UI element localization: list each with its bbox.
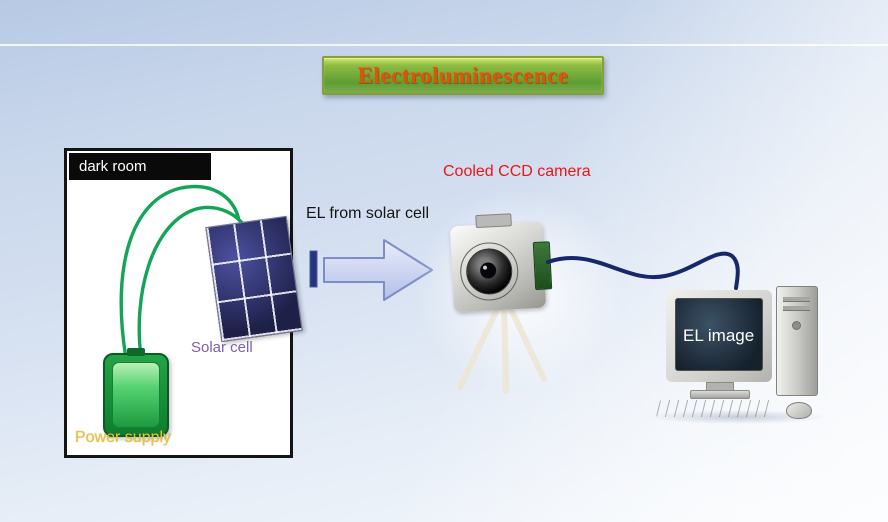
power-supply-panel <box>112 362 160 428</box>
el-arrow-label: EL from solar cell <box>306 205 429 222</box>
camera-cable-icon <box>546 251 740 290</box>
tower-drive-slot <box>783 297 810 302</box>
tower-drive-slot <box>783 306 810 311</box>
block-arrow-shape <box>323 239 433 301</box>
slide-title: Electroluminescence <box>357 62 569 88</box>
mouse-image <box>786 402 812 419</box>
power-supply-label: Power supply <box>75 429 172 446</box>
solar-cell-label: Solar cell <box>191 339 253 356</box>
title-banner: Electroluminescence <box>322 56 604 95</box>
camera-lens-barrel <box>465 247 514 296</box>
computer-tower <box>776 286 818 396</box>
keyboard-image <box>655 400 773 417</box>
camera-top-mount <box>475 213 512 229</box>
lens-highlight <box>482 265 488 270</box>
dark-room-label: dark room <box>69 153 211 180</box>
ccd-camera-image <box>449 213 553 313</box>
crt-monitor: EL image <box>666 290 772 382</box>
dark-room-box: dark room Solar cell Power supply <box>64 148 303 458</box>
solar-cell-image <box>205 215 303 343</box>
el-image-label: EL image <box>683 326 755 345</box>
right-arrow-icon <box>309 239 433 301</box>
power-supply-terminal <box>127 348 145 356</box>
camera-lens-icon <box>458 240 520 302</box>
power-supply-image <box>103 348 169 437</box>
tower-power-button <box>792 321 801 330</box>
monitor-screen: EL image <box>675 298 763 371</box>
monitor-stand-base <box>690 390 750 399</box>
computer-image: EL image <box>650 282 828 424</box>
camera-lens-glass <box>479 262 497 279</box>
arrow-start-bar <box>309 250 318 288</box>
ccd-camera-label: Cooled CCD camera <box>443 163 591 180</box>
tripod-icon <box>457 296 547 394</box>
top-divider-line <box>0 44 888 46</box>
